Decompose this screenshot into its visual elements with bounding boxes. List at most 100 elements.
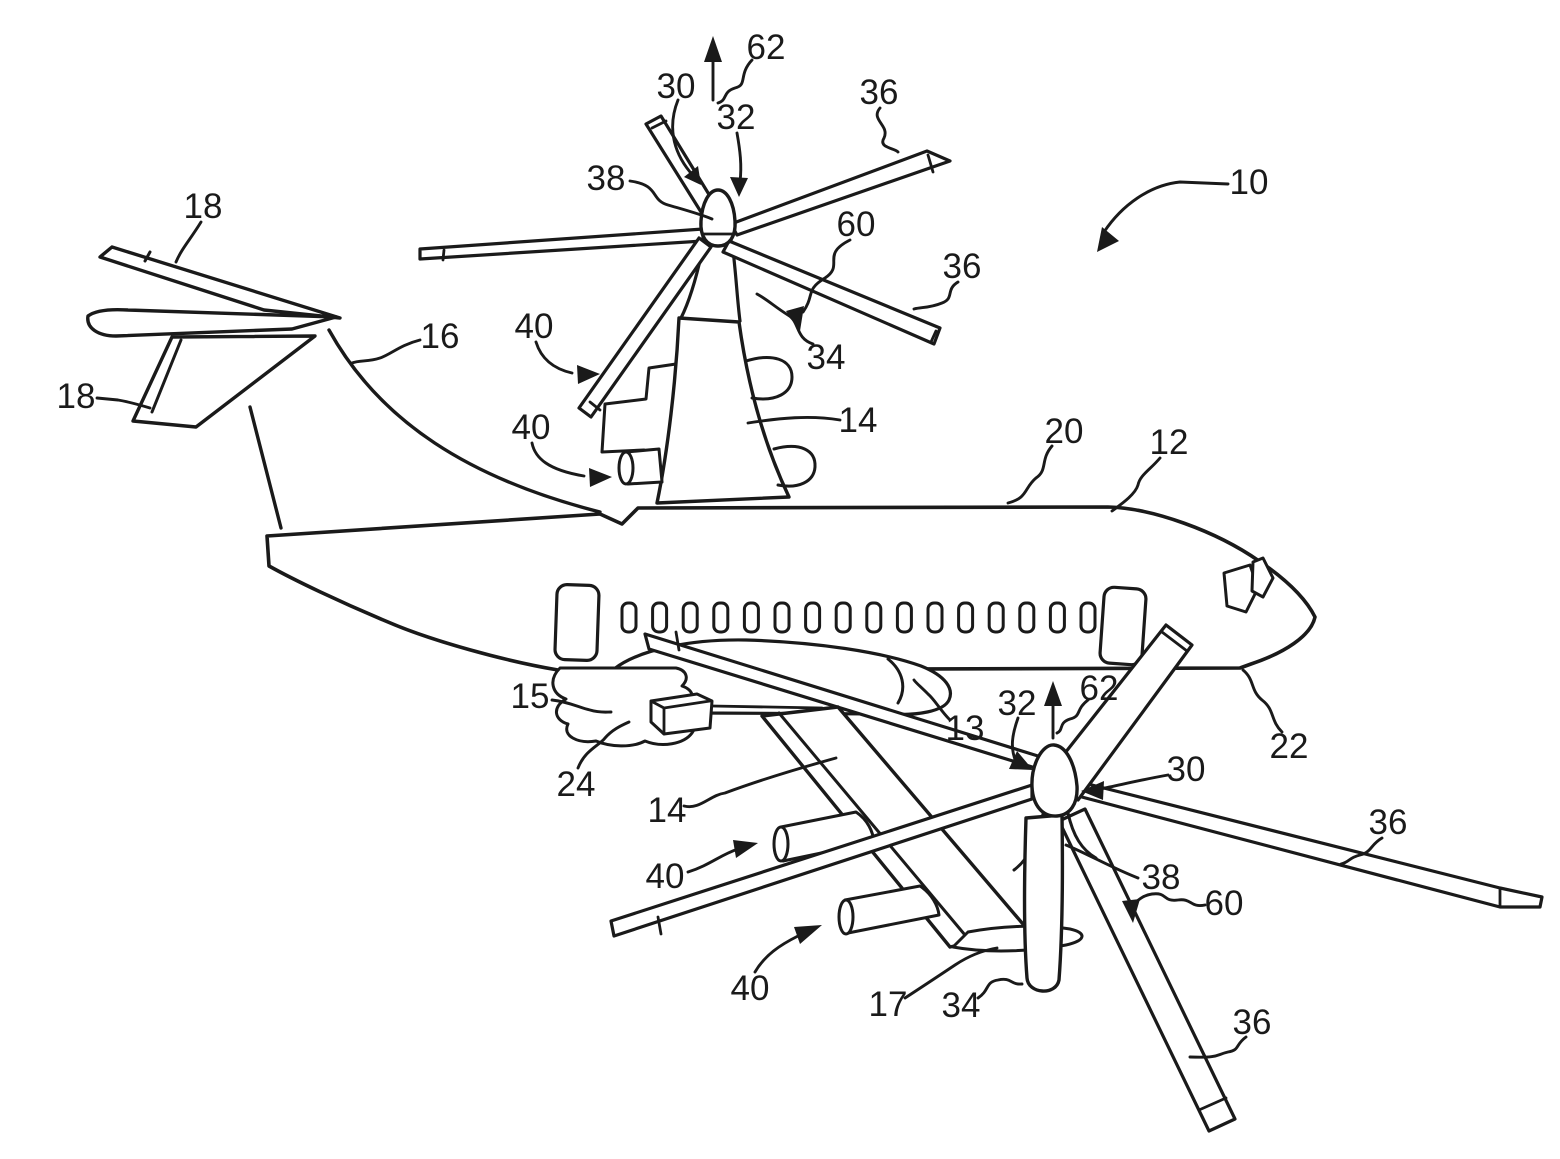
upper-blade-left [418, 227, 705, 261]
ref-label-32-2: 32 [717, 98, 756, 137]
cockpit-window-right [1250, 556, 1275, 599]
arrowhead-40-a [577, 365, 600, 384]
leader-32-top [735, 131, 743, 184]
lower-blade-downright-tipcap [1197, 1096, 1228, 1112]
tail-boom-spine [327, 328, 602, 514]
upper-wing-step [600, 362, 678, 454]
ref-label-17-29: 17 [869, 985, 908, 1024]
lower-engine-inlet-1 [772, 825, 790, 863]
cabin-window [742, 601, 760, 634]
arrowhead-30-top [684, 166, 701, 185]
lower-engine-nacelle-2 [843, 884, 941, 935]
arrowhead-32-low [1009, 751, 1033, 770]
leader-13 [912, 678, 952, 722]
ref-label-30-1: 30 [657, 67, 696, 106]
leader-36-top [875, 106, 900, 154]
ref-label-18-8: 18 [184, 187, 223, 226]
ref-label-16-9: 16 [421, 317, 460, 356]
door-right [1098, 585, 1148, 667]
cabin-window [773, 601, 791, 634]
leader-38-low [1064, 843, 1140, 880]
tailplane-upper-tipcap [143, 250, 152, 263]
lower-blade-left-tipcap [656, 915, 663, 936]
ref-label-14-23: 14 [648, 791, 687, 830]
fuselage [265, 328, 1317, 672]
upper-rotor-assembly [418, 114, 952, 505]
leader-60-top [801, 238, 852, 314]
arrowhead-40-c [733, 840, 758, 858]
upper-blade-downright [721, 239, 942, 346]
cockpit-window-left [1222, 563, 1260, 614]
wing-pivot-axis-line [710, 704, 824, 710]
fairing-inner-arc [886, 657, 905, 705]
leader-40-d [753, 934, 800, 974]
upper-blade-left-tipcap [441, 248, 446, 262]
leader-18-top [174, 220, 203, 264]
ref-label-40-10: 40 [515, 307, 554, 346]
leader-14-top [746, 416, 842, 425]
ref-label-60-27: 60 [1205, 884, 1244, 923]
cabin-window [1018, 601, 1036, 634]
leader-34-low [976, 977, 1024, 1000]
leader-40-c [686, 847, 740, 874]
ref-label-18-11: 18 [57, 377, 96, 416]
arrowhead-40-d [794, 925, 822, 944]
tail-assembly [86, 245, 342, 530]
leader-24 [576, 720, 631, 770]
ref-label-62-0: 62 [747, 28, 786, 67]
cabin-window [1079, 601, 1097, 634]
ref-label-34-13: 34 [807, 338, 846, 377]
upper-wing-pylon [655, 316, 791, 505]
upper-nacelle-exhaust-2 [772, 444, 817, 488]
arrowhead-60-top [786, 306, 804, 331]
cabin-window [987, 601, 1005, 634]
ref-label-38-4: 38 [587, 159, 626, 198]
cabin-window [957, 601, 975, 634]
leader-30-low [1098, 773, 1170, 791]
lower-blade-downright [1057, 807, 1237, 1133]
leader-15 [550, 698, 613, 714]
leader-38-top [628, 179, 714, 221]
ref-label-40-12: 40 [512, 408, 551, 447]
ref-label-32-20: 32 [998, 684, 1037, 723]
leader-12 [1110, 456, 1162, 513]
ref-label-34-30: 34 [942, 986, 981, 1025]
lower-blade-left [609, 783, 1034, 938]
ref-label-62-21: 62 [1080, 669, 1119, 708]
thrust-arrowhead-top [704, 36, 722, 62]
ref-label-36-3: 36 [860, 73, 899, 112]
leader-14-low [682, 756, 838, 809]
leader-36-right [912, 280, 960, 311]
leader-40-a [534, 340, 574, 375]
ref-label-24-19: 24 [557, 765, 596, 804]
leader-30-top [671, 98, 692, 174]
cabin-window [865, 601, 883, 634]
leader-16 [350, 338, 422, 365]
wing-pivot-box-edges [649, 699, 712, 736]
tailplane-left [86, 307, 338, 338]
cabin-window [620, 601, 638, 634]
leader-40-b [530, 441, 586, 478]
lower-engine-inlet-2 [837, 898, 855, 936]
ref-label-38-26: 38 [1142, 858, 1181, 897]
ref-label-22-32: 22 [1270, 727, 1309, 766]
leader-10-arrow [1102, 180, 1230, 234]
leader-62-low [1055, 698, 1090, 735]
door-left [553, 583, 601, 662]
lower-wing-edge-line [777, 711, 972, 943]
ref-label-36-6: 36 [943, 247, 982, 286]
leader-18-left [95, 396, 152, 410]
lower-blade-upleft-tipcap [674, 630, 681, 652]
lower-blade-upright-tipcap [1160, 630, 1189, 653]
arrowhead-30-low [1081, 781, 1104, 800]
ref-label-10-7: 10 [1230, 163, 1269, 202]
arrowhead-32-top [730, 177, 748, 197]
arrowhead-10 [1097, 227, 1119, 252]
lower-spinner [1030, 743, 1079, 818]
arrowhead-60-low [1122, 899, 1140, 923]
ref-label-36-24: 36 [1369, 803, 1408, 842]
lower-rotor-assembly [609, 623, 1544, 1133]
